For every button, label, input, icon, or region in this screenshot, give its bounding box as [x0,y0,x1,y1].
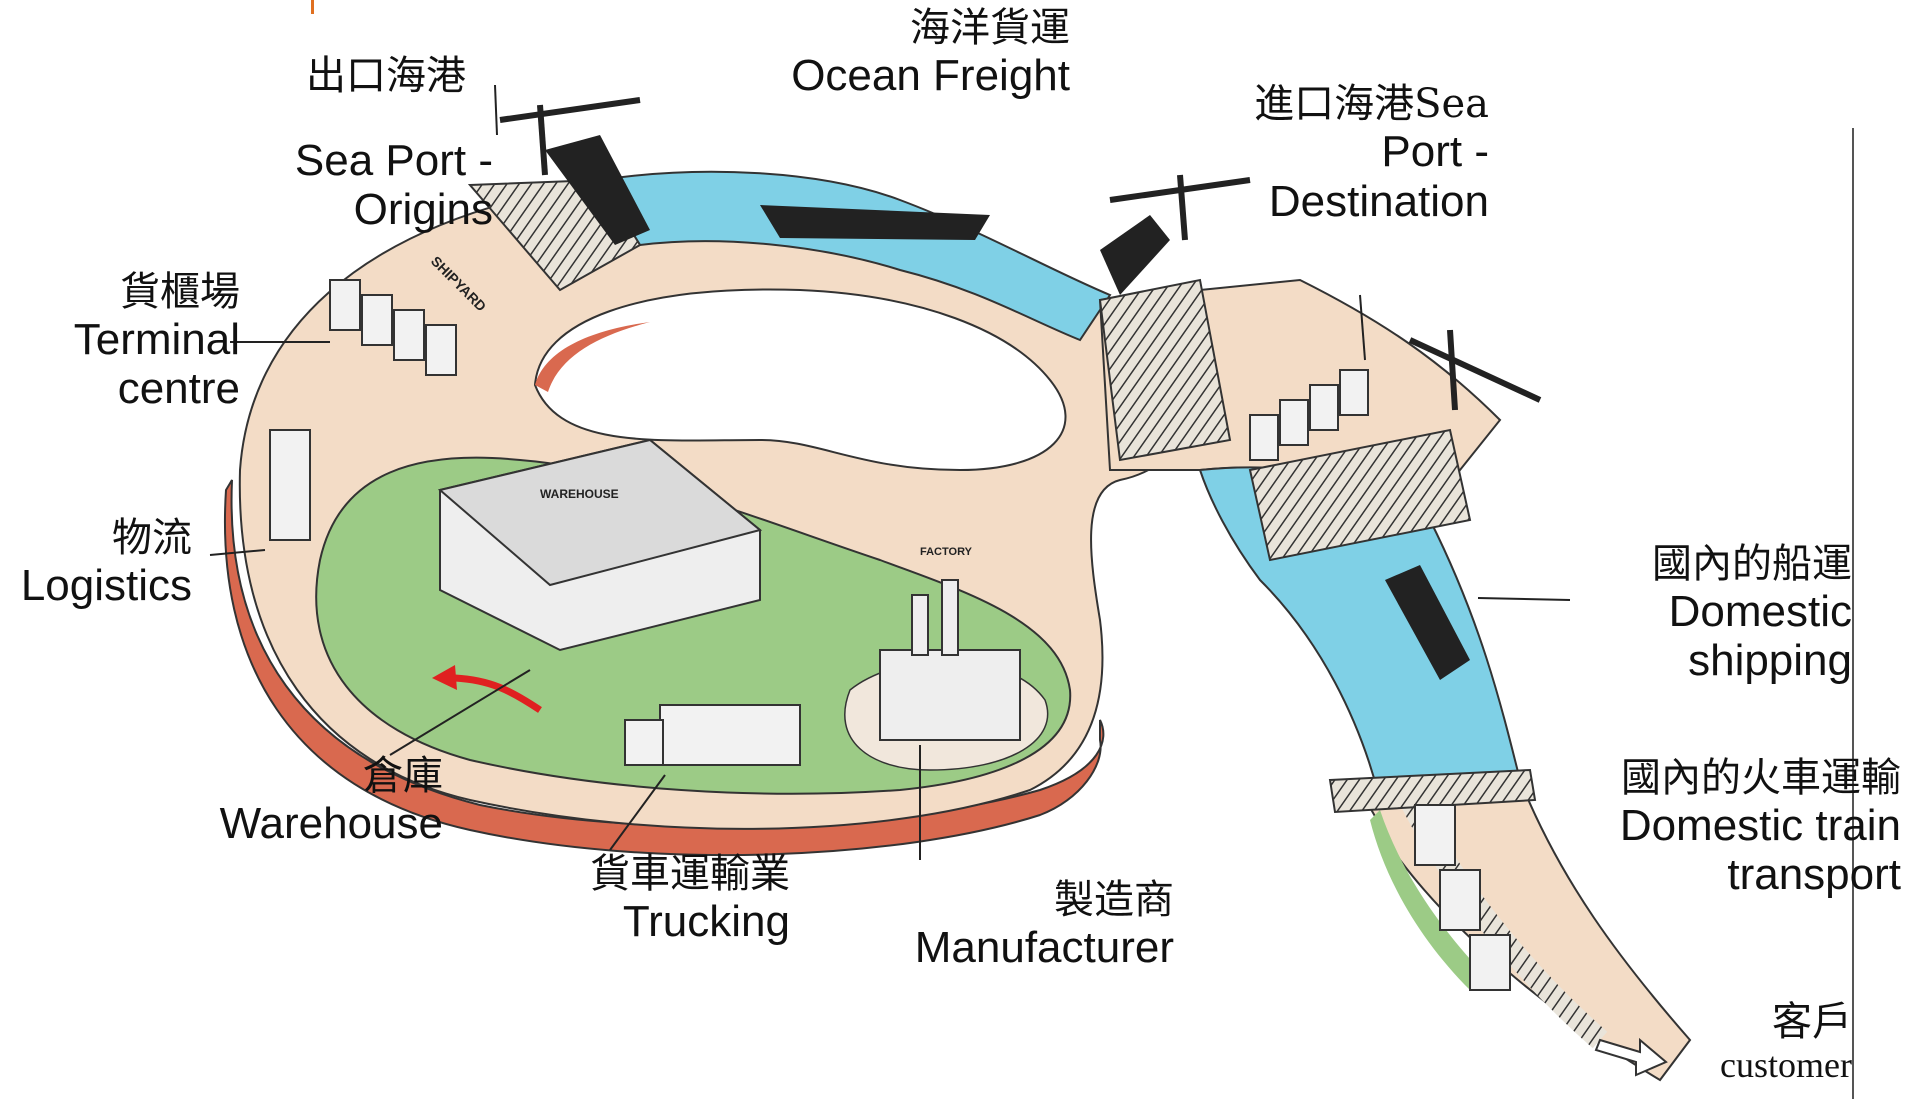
ocean-water [598,170,1112,342]
destination-containers [1249,369,1369,461]
trucking-zh: 貨車運輸業 [590,851,790,897]
customer-arrow [1594,1037,1668,1077]
red-flow-arrow [454,674,542,713]
origin-ship [545,135,650,245]
trucking-en: Trucking [622,896,790,946]
domestic-train-en-line2: transport [1727,850,1901,900]
terminal-centre-zh: 貨櫃場 [120,269,240,315]
sea-port-destination-line2: Port - [1381,127,1489,177]
warehouse-building [437,438,763,652]
customer-en: customer [1720,1044,1852,1085]
manufacturer-zh: 製造商 [1054,877,1174,923]
warehouse-sign: WAREHOUSE [540,487,619,501]
trucking-label: 貨車運輸業 Trucking [590,852,790,946]
ocean-freight-label: 海洋貨運 Ocean Freight [791,6,1070,100]
factory-sign: FACTORY [920,546,973,558]
train-bridge [1328,768,1537,814]
domestic-train-en-line1: Domestic train [1619,800,1901,850]
warehouse-en: Warehouse [219,798,443,848]
domestic-shipping-zh: 國內的船運 [1652,541,1852,587]
platform-side [224,479,1105,857]
slide-divider-line [1852,128,1854,1099]
trucking-truck [624,704,801,766]
terminal-centre-label: 貨櫃場 Terminal centre [74,270,240,413]
warehouse-zh: 倉庫 [363,753,443,799]
river-pier [1248,428,1472,562]
logistics-en: Logistics [20,560,192,610]
domestic-train-label: 國內的火車運輸 Domestic train transport [1620,756,1901,899]
sea-port-origins-en: Sea Port - Origins [233,136,493,235]
sea-port-destination-line1: 進口海港Sea [1254,78,1489,127]
terminal-containers [329,279,457,376]
sea-port-origins-zh: 出口海港 [306,53,466,99]
domestic-shipping-label: 國內的船運 Domestic shipping [1652,542,1852,685]
customer-label: 客戶 customer [1720,1000,1852,1085]
river-crane-icon [1408,329,1542,411]
domestic-shipping-en-line1: Domestic [1668,586,1852,636]
sea-port-origins-en-line2: Origins [353,185,493,235]
river-ship [1385,565,1470,680]
ocean-freight-zh: 海洋貨運 [910,5,1070,51]
ocean-ship [760,205,990,240]
manufacturer-label: 製造商 Manufacturer [915,878,1174,972]
destination-pier [1098,278,1232,462]
logistics-label: 物流 Logistics [21,516,192,610]
ring-hole-wall [535,322,650,392]
domestic-shipping-en-line2: shipping [1688,636,1852,686]
origin-crane-icon [499,97,641,176]
manufacturer-en: Manufacturer [914,922,1174,972]
destination-ship [1100,215,1170,295]
sea-port-destination-zh: 進口海港Sea [1254,81,1489,127]
customer-zh: 客戶 [1772,999,1852,1045]
terminal-centre-en-line1: Terminal [73,314,240,364]
domestic-train-zh: 國內的火車運輸 [1621,755,1901,801]
terminal-centre-en-line2: centre [117,364,240,414]
sea-port-origins-en-line1: Sea Port - [294,136,493,185]
ocean-freight-en: Ocean Freight [791,50,1070,100]
logistics-truck [269,429,311,541]
destination-crane-icon [1109,174,1251,241]
sea-port-destination-line3: Destination [1268,176,1489,226]
red-flow-arrowhead [432,665,457,690]
warehouse-label: 倉庫 Warehouse [220,754,443,848]
logistics-zh: 物流 [112,515,192,561]
pointer-lines [209,84,1571,860]
factory-building [879,579,1021,741]
ring-hole [533,288,1067,472]
sea-port-destination-label: 進口海港Sea Port - Destination [1254,78,1489,226]
train [1414,804,1511,991]
slide-accent-mark [311,0,314,14]
